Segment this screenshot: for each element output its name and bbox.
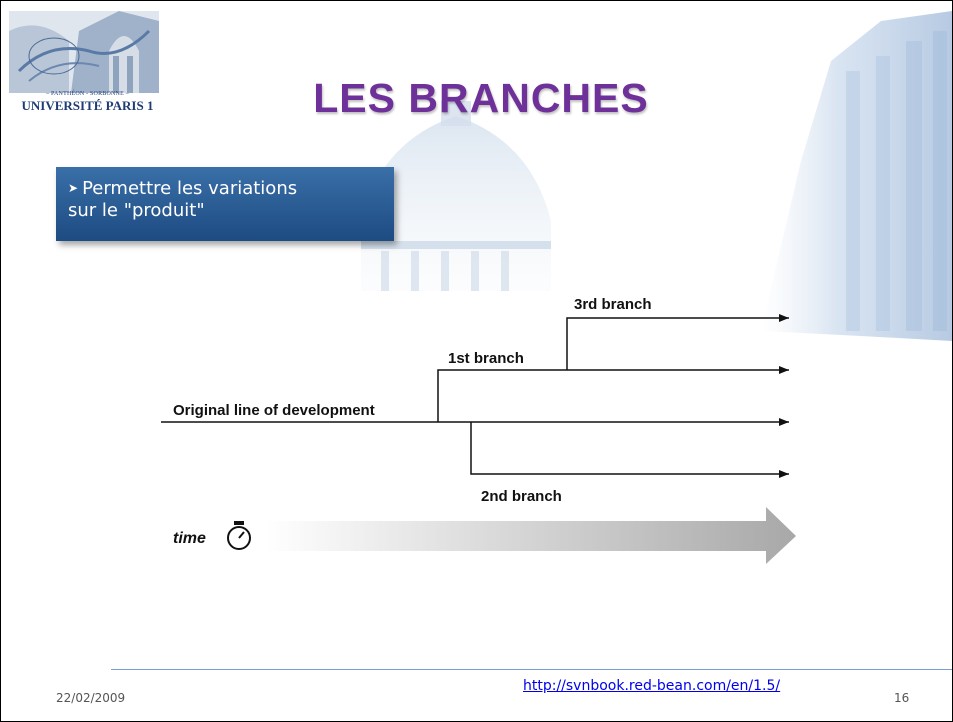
bullet-text-1: Permettre les variations (82, 178, 298, 199)
university-logo (9, 11, 159, 93)
logo-university-name: UNIVERSITÉ PARIS 1 (21, 98, 154, 113)
branch-2-line (470, 422, 789, 478)
logo-caption: – PANTHÉON - SORBONNE – UNIVERSITÉ PARIS… (15, 91, 160, 114)
bullet-line-2: sur le "produit" (68, 200, 384, 222)
branch-3-line (566, 314, 789, 370)
footer-rule (111, 669, 952, 670)
page-number: 16 (894, 691, 910, 705)
branch-1-line (437, 366, 789, 422)
source-link[interactable]: http://svnbook.red-bean.com/en/1.5/ (523, 678, 781, 694)
bullet-text-2: sur le "produit" (68, 200, 205, 221)
footer-date: 22/02/2009 (56, 691, 126, 705)
bullet-arrow-icon: ➤ (68, 181, 79, 195)
bullet-callout: ➤Permettre les variations sur le "produi… (56, 167, 394, 241)
logo-subtitle: – PANTHÉON - SORBONNE – (46, 91, 129, 97)
branch-1-label: 1st branch (448, 350, 524, 367)
branch-2-label: 2nd branch (481, 488, 562, 505)
time-label: time (173, 530, 206, 547)
stopwatch-icon (227, 521, 251, 550)
bullet-line-1: ➤Permettre les variations (68, 177, 384, 200)
original-line-label: Original line of development (173, 402, 375, 419)
time-arrow (266, 507, 796, 564)
branch-3-label: 3rd branch (574, 296, 652, 313)
slide-title: LES BRANCHES (313, 75, 649, 121)
